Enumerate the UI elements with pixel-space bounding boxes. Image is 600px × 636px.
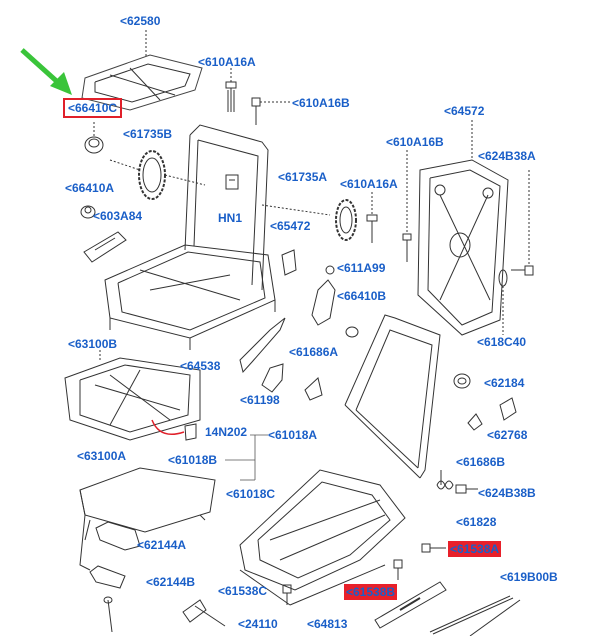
label-610A16B[interactable]: <610A16B [292, 96, 350, 110]
part-618C40-washer [498, 269, 508, 335]
label-624B38B[interactable]: <624B38B [478, 486, 536, 500]
part-610A16A-bolt-2 [366, 192, 378, 243]
part-61735A-gear [335, 199, 357, 241]
part-61538C-bolt [282, 584, 292, 605]
part-62184-bumper [453, 373, 471, 389]
label-61018B[interactable]: <61018B [168, 453, 218, 467]
part-62768-bracket [499, 397, 517, 421]
part-61538B-bolt [393, 559, 403, 580]
part-bolt-bottom-left [103, 596, 113, 633]
label-63100A[interactable]: <63100A [77, 449, 127, 463]
label-HN1[interactable]: HN1 [218, 211, 243, 225]
part-66410A-cap [80, 205, 96, 219]
label-61538C[interactable]: <61538C [218, 584, 268, 598]
green-pointer-arrow [20, 48, 72, 95]
label-618C40[interactable]: <618C40 [477, 335, 527, 349]
label-610A16A-2[interactable]: <610A16A [340, 177, 398, 191]
part-24110-gas-strut [182, 599, 226, 627]
label-62144A[interactable]: <62144A [137, 538, 187, 552]
label-61735B[interactable]: <61735B [123, 127, 173, 141]
part-61686A-cover [304, 377, 323, 401]
part-610A16B-bolt-2 [402, 150, 412, 262]
label-611A99[interactable]: <611A99 [337, 261, 386, 275]
label-61735A[interactable]: <61735A [278, 170, 328, 184]
part-62144A-bracket [95, 521, 141, 551]
part-14N202-clip [184, 423, 197, 441]
part-64813-strut [374, 581, 447, 629]
part-603A84-handle [83, 231, 127, 263]
part-63100A-cushion [79, 467, 216, 571]
label-62184[interactable]: <62184 [484, 376, 525, 390]
label-64538[interactable]: <64538 [180, 359, 221, 373]
label-62144B[interactable]: <62144B [146, 575, 196, 589]
part-61735B-gear [109, 150, 206, 200]
label-61538B-highlighted[interactable]: <61538B [344, 584, 398, 600]
label-610A16B-2[interactable]: <610A16B [386, 135, 444, 149]
label-61686A[interactable]: <61686A [289, 345, 339, 359]
label-603A84[interactable]: <603A84 [93, 209, 143, 223]
part-66410C-cap [84, 122, 104, 154]
part-61018C-seat-track [239, 469, 406, 606]
label-61018A[interactable]: <61018A [268, 428, 318, 442]
label-624B38A[interactable]: <624B38A [478, 149, 536, 163]
part-64572-back-panel [417, 120, 509, 336]
label-64572[interactable]: <64572 [444, 104, 485, 118]
label-66410A[interactable]: <66410A [65, 181, 115, 195]
part-619B00B-cable [429, 595, 521, 636]
part-610A16A-bolt [225, 68, 237, 112]
label-610A16A[interactable]: <610A16A [198, 55, 256, 69]
part-seat-back-frame-left [184, 124, 331, 291]
label-619B00B[interactable]: <619B00B [500, 570, 558, 584]
part-61538A-bolt [421, 543, 446, 553]
label-65472[interactable]: <65472 [270, 219, 311, 233]
label-14N202[interactable]: 14N202 [205, 425, 248, 439]
label-62580[interactable]: <62580 [120, 14, 161, 28]
part-624B38B-bolt [455, 484, 478, 494]
part-HN1-clip [225, 174, 239, 190]
label-64813[interactable]: <64813 [307, 617, 348, 631]
part-66410B-cap [345, 326, 359, 338]
label-66410C-highlighted[interactable]: <66410C [63, 98, 123, 118]
label-24110[interactable]: <24110 [238, 617, 278, 631]
part-61018A-back-frame [344, 314, 441, 479]
part-61198-cover [261, 363, 284, 393]
label-61538A-highlighted[interactable]: <61538A [448, 541, 502, 557]
label-61828[interactable]: <61828 [456, 515, 497, 529]
part-64538-trim [239, 317, 286, 374]
label-61018C[interactable]: <61018C [226, 487, 276, 501]
label-62768[interactable]: <62768 [487, 428, 528, 442]
part-63100B-seat-pan [64, 350, 201, 441]
part-65472-bracket [281, 249, 297, 276]
leader-lines [225, 434, 268, 481]
part-611A99-handle [311, 265, 336, 326]
part-61686B-cover [467, 413, 483, 431]
part-624B38A-bolt [511, 170, 534, 276]
label-61198[interactable]: <61198 [240, 393, 280, 407]
part-seat-base-frame [104, 244, 276, 350]
label-63100B[interactable]: <63100B [68, 337, 118, 351]
label-66410B[interactable]: <66410B [337, 289, 387, 303]
label-61686B[interactable]: <61686B [456, 455, 506, 469]
part-610A16B-bolt [251, 97, 290, 125]
part-62144B-bracket [89, 565, 126, 589]
part-61828-spring [436, 470, 454, 490]
